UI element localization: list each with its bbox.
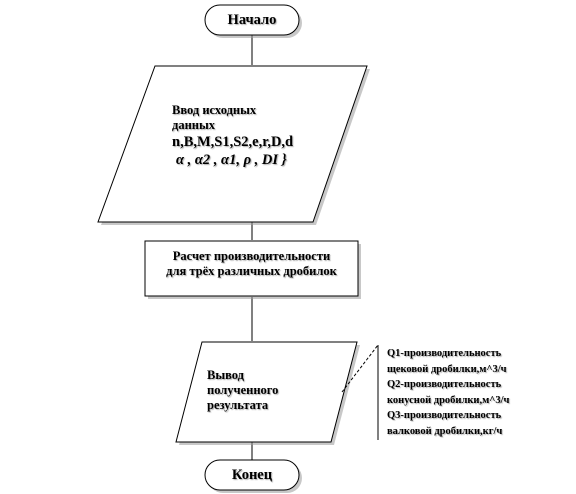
input-parallelogram	[97, 65, 368, 223]
process-text: Расчет производительности для трёх разли…	[145, 249, 358, 279]
start-label: Начало	[227, 12, 277, 28]
output-line-3: результата	[207, 398, 269, 412]
annotation-line-2: щековой дробилки,м^3/ч	[387, 363, 507, 375]
process-line-2: для трёх различных дробилок	[166, 264, 337, 278]
output-text: Вывод полученного результата	[207, 368, 278, 413]
process-line-1: Расчет производительности	[172, 249, 331, 263]
annotation-line-6: валковой дробилки,кг/ч	[387, 425, 503, 437]
process-rectangle	[144, 240, 359, 297]
input-text: Ввод исходных данных n,B,M,S1,S2,e,r,D,d…	[172, 103, 293, 169]
output-parallelogram	[175, 341, 358, 443]
annotation-line-5: Q3-производительность	[387, 410, 502, 421]
annotation-line-4: конусной дробилки,м^3/ч	[387, 394, 510, 406]
output-line-1: Вывод	[207, 368, 244, 382]
annotation-text: Q1-производительность щековой дробилки,м…	[387, 346, 509, 439]
output-line-2: полученного	[207, 383, 279, 397]
input-line-1: Ввод исходных	[172, 103, 257, 117]
input-greek: α , α2 , α1, ρ , DI }	[176, 152, 287, 168]
input-line-2: данных	[172, 118, 215, 132]
input-params: n,B,M,S1,S2,e,r,D,d	[172, 134, 294, 150]
end-terminator	[204, 459, 300, 491]
end-label: Конец	[231, 467, 273, 483]
annotation-line-3: Q2-производительность	[387, 379, 502, 390]
start-terminator	[204, 4, 300, 36]
annotation-line-1: Q1-производительность	[387, 348, 502, 359]
